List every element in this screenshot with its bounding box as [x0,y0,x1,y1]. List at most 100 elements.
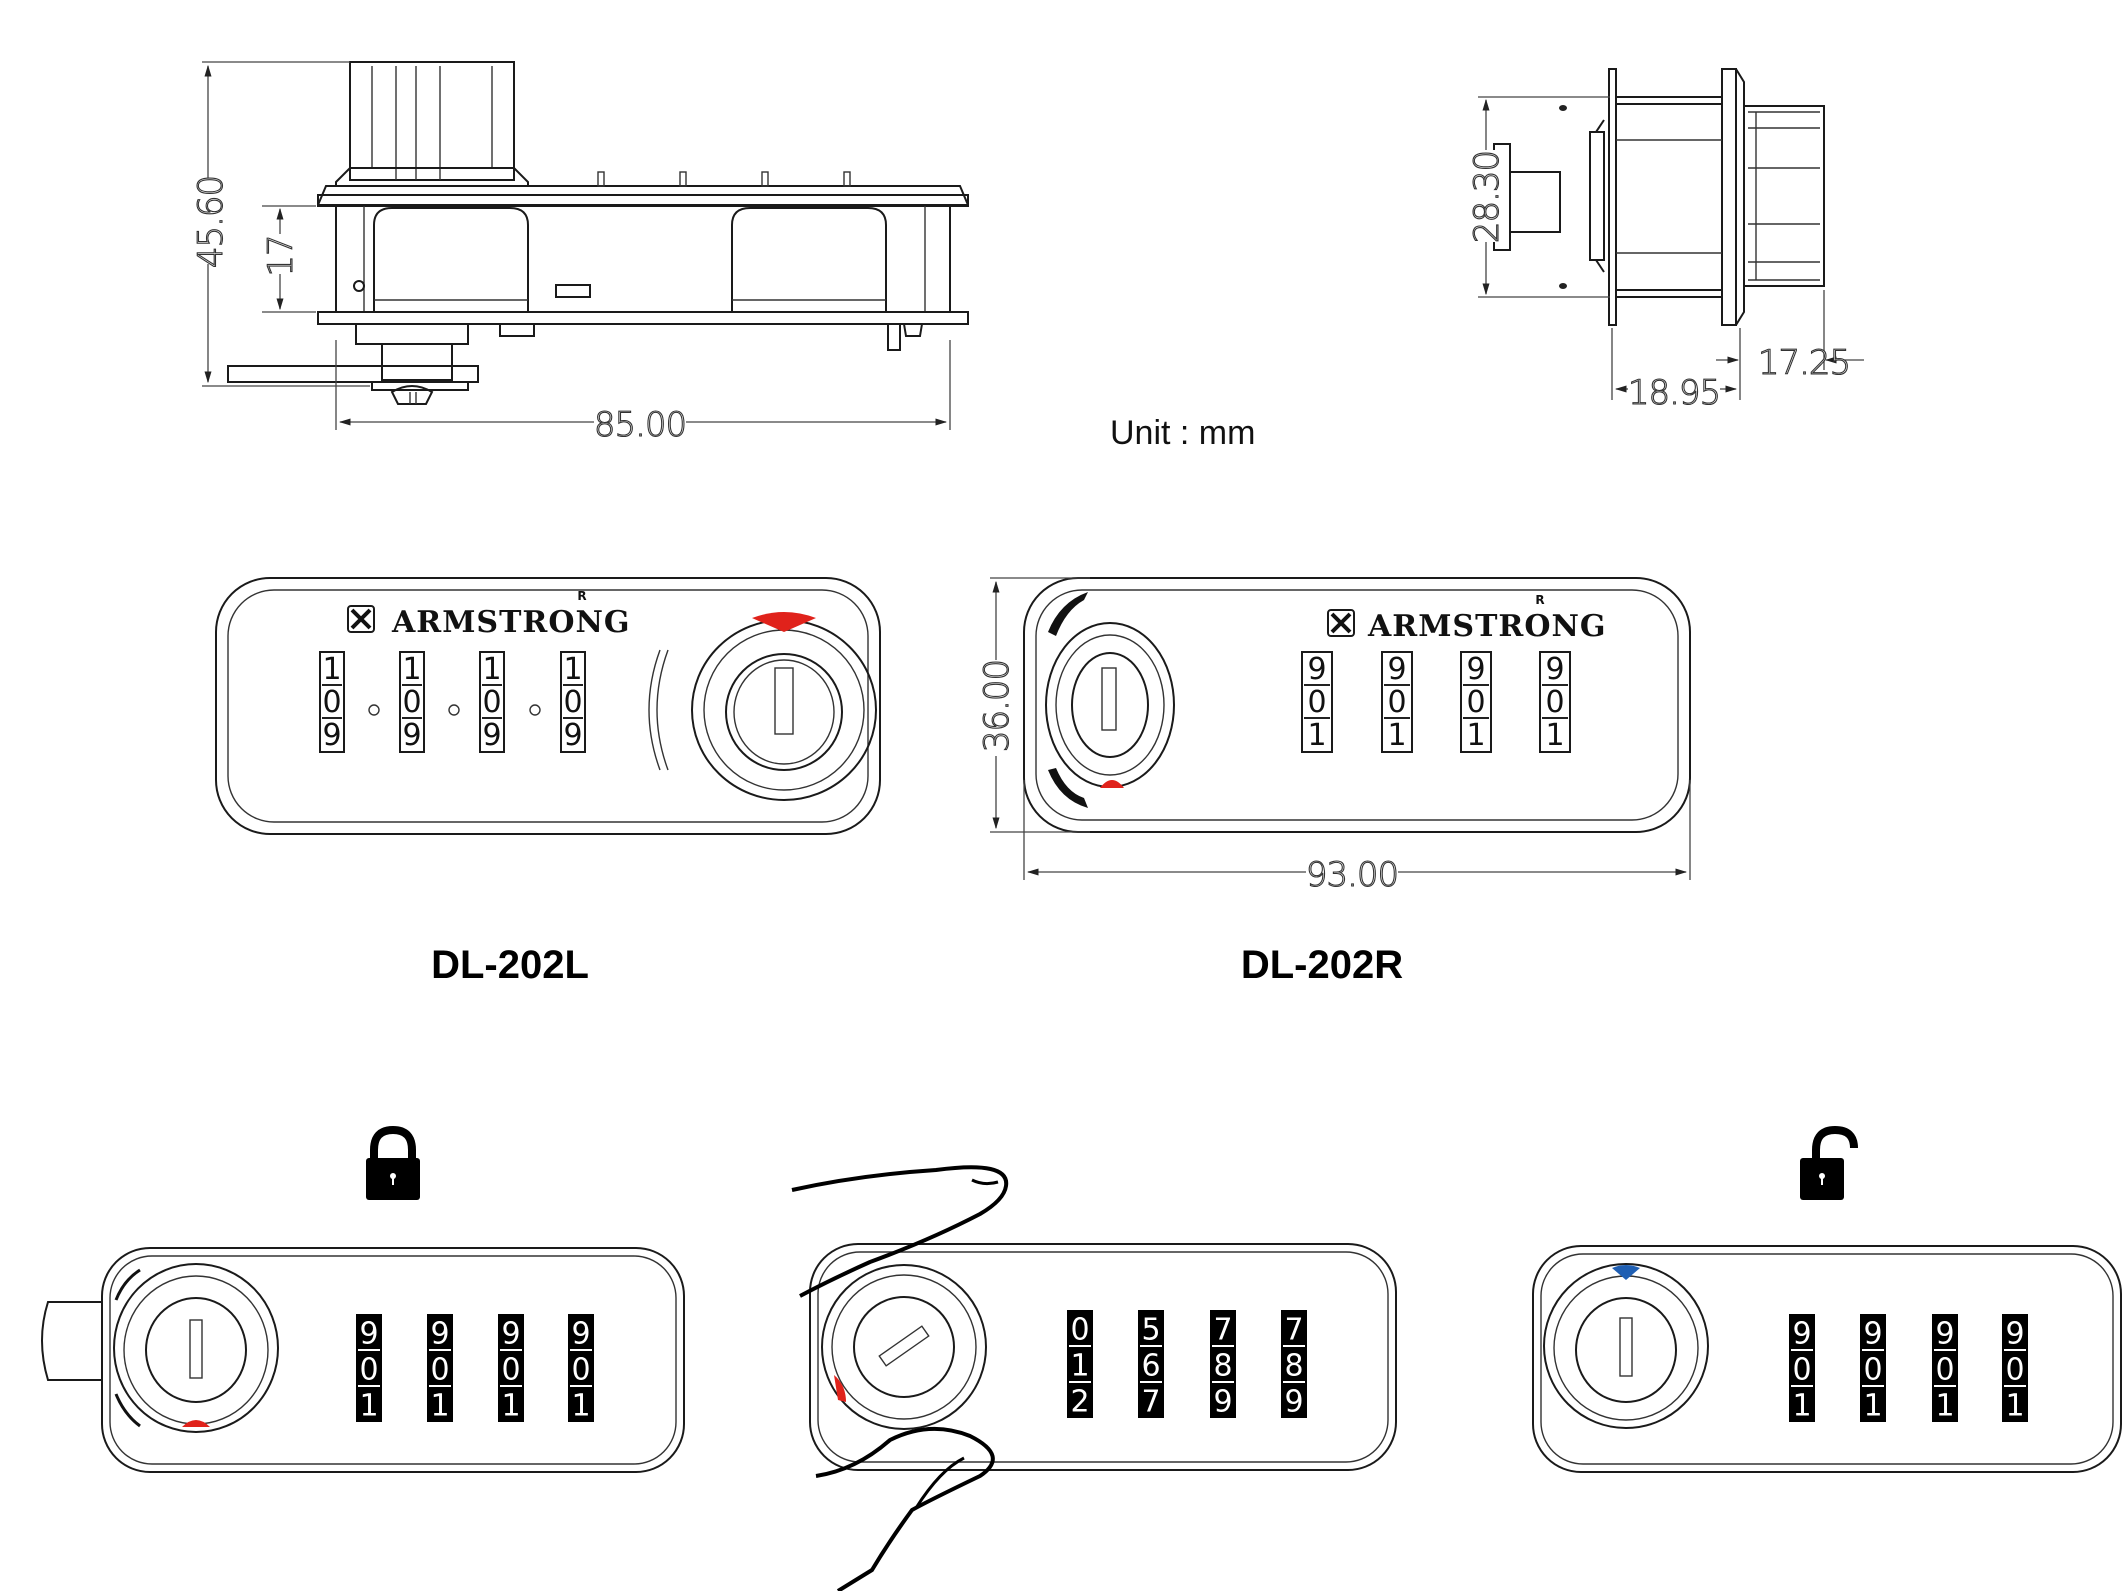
unit-note: Unit : mm [1110,414,1255,452]
wheel-group [319,651,586,753]
rotate-arrow-icon [1048,768,1088,808]
brand-name: ARMSTRONG [391,605,631,640]
wheel-background [1067,1310,1093,1418]
wheel-background [2002,1314,2028,1422]
padlock-open-icon [1800,1125,1858,1200]
model-label-dl202r: DL-202R [1241,943,1403,987]
wheel-background [1210,1310,1236,1418]
dimension-total-height: 45.60 [191,176,231,268]
registered-mark: R [577,589,586,603]
indicator-locked [182,1420,210,1427]
wheel-digit: 1 [1307,718,1326,753]
wheel-digit: 0 [322,685,341,720]
wheel-digit: 5 [1141,1313,1160,1348]
wheel-digit: 0 [1070,1313,1089,1348]
padlock-closed-icon [366,1125,420,1200]
dimension-end-height: 28.30 [1467,151,1507,243]
brand-logo-icon [347,605,375,633]
wheel-digit: 0 [501,1353,520,1388]
wheel-digit: 0 [1792,1353,1811,1388]
wheel-digit: 8 [1284,1349,1303,1384]
dimension-body-height: 17 [261,235,301,276]
model-label-dl202l: DL-202L [431,943,589,987]
indicator-locked [752,612,816,632]
wheel-background [498,1314,524,1422]
dimension-front-height: 36.00 [977,660,1017,752]
indicator-locked [1100,780,1124,788]
wheel-digit: 1 [1466,718,1485,753]
step-turning [791,1165,1397,1591]
wheel-digit: 1 [1387,718,1406,753]
wheel-digit: 1 [2005,1389,2024,1424]
wheel-digit: 1 [1070,1349,1089,1384]
indicator-unlocked [1612,1265,1640,1280]
indicator-locked [834,1375,846,1402]
dimension-front-depth: 17.25 [1758,343,1850,383]
wheel-digit: 9 [402,718,421,753]
wheel-digit: 0 [430,1353,449,1388]
rotate-arrow-icon [1048,592,1088,636]
wheel-digit: 9 [2005,1317,2024,1352]
dimension-rear-depth: 18.95 [1628,373,1720,413]
wheel-digit: 1 [482,652,501,687]
wheel-background [427,1314,453,1422]
front-view-dl202r [984,577,1691,892]
wheel-digit: 0 [563,685,582,720]
wheel-digit: 9 [1466,652,1485,687]
wheel-digit: 0 [482,685,501,720]
hand-icon [791,1165,1009,1591]
wheel-digit: 1 [359,1389,378,1424]
wheel-digit: 7 [1213,1313,1232,1348]
wheel-digit: 1 [430,1389,449,1424]
wheel-digit: 2 [1070,1385,1089,1420]
wheel-digit: 1 [501,1389,520,1424]
wheel-digit: 0 [571,1353,590,1388]
wheel-digit: 1 [1792,1389,1811,1424]
registered-mark: R [1535,593,1544,607]
wheel-digit: 9 [1387,652,1406,687]
wheel-digit: 1 [1863,1389,1882,1424]
wheel-background [1789,1314,1815,1422]
step-unlocked [1532,1125,2122,1473]
dimension-front-width: 93.00 [1306,855,1398,895]
wheel-background [1138,1310,1164,1418]
wheel-digit: 9 [1545,652,1564,687]
step-locked [41,1125,685,1473]
wheel-digit: 0 [1935,1353,1954,1388]
wheel-digit: 1 [402,652,421,687]
wheel-digit: 0 [402,685,421,720]
wheel-digit: 1 [1545,718,1564,753]
wheel-digit: 6 [1141,1349,1160,1384]
wheel-background [1281,1310,1307,1418]
front-view-dl202l [215,577,881,835]
wheel-digit: 1 [563,652,582,687]
wheel-digit: 1 [322,652,341,687]
wheel-digit: 1 [571,1389,590,1424]
side-view-drawing [196,61,969,442]
brand-logo-icon [1327,609,1355,637]
dimension-length: 85.00 [594,405,686,445]
brand-name: ARMSTRONG [1367,609,1607,644]
wheel-digit: 9 [1863,1317,1882,1352]
wheel-digit: 9 [430,1317,449,1352]
wheel-digit: 1 [1935,1389,1954,1424]
wheel-digit: 9 [1307,652,1326,687]
wheel-digit: 0 [1387,685,1406,720]
wheel-digit: 9 [571,1317,590,1352]
end-view-drawing [1472,68,1864,408]
wheel-digit: 9 [501,1317,520,1352]
wheel-digit: 7 [1284,1313,1303,1348]
wheel-background [568,1314,594,1422]
wheel-digit: 0 [1466,685,1485,720]
wheel-digit: 7 [1141,1385,1160,1420]
wheel-digit: 9 [1935,1317,1954,1352]
wheel-digit: 0 [1307,685,1326,720]
wheel-digit: 9 [482,718,501,753]
wheel-digit: 0 [359,1353,378,1388]
